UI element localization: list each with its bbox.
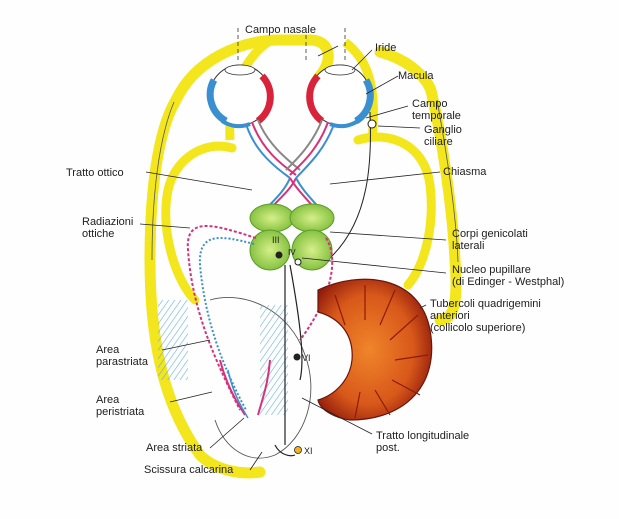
label-campo-temporale-1: Campo (412, 98, 447, 110)
temporal-lobe-left (166, 146, 232, 300)
label-ganglio-ciliare-1: Ganglio (424, 124, 462, 136)
label-campo-nasale: Campo nasale (245, 24, 316, 36)
nucleus-XI-dot (295, 447, 302, 454)
label-tubercoli-2: anteriori (430, 310, 470, 322)
label-area-peristriata-1: Area (96, 394, 119, 406)
label-nucleo-pupillare-1: Nucleo pupillare (452, 264, 531, 276)
label-macula: Macula (398, 70, 433, 82)
label-nucleus-IV: IV (288, 247, 296, 259)
label-nucleus-XI: XI (304, 445, 313, 457)
label-area-striata: Area striata (146, 442, 202, 454)
label-area-parastriata-1: Area (96, 344, 119, 356)
right-eye (310, 65, 371, 126)
label-tubercoli-3: (collicolo superiore) (430, 322, 525, 334)
label-tubercoli-1: Tubercoli quadrigemini (430, 298, 541, 310)
nucleus-IV-dot (295, 259, 301, 265)
area-parastriata-hatching (158, 300, 188, 380)
label-tratto-longitudinale-1: Tratto longitudinale (376, 430, 469, 442)
cortex-outline-right (380, 52, 456, 320)
temporal-lobe-right (358, 137, 431, 285)
label-campo-temporale-2: temporale (412, 110, 461, 122)
label-area-peristriata-2: peristriata (96, 406, 144, 418)
label-scissura-calcarina: Scissura calcarina (144, 464, 233, 476)
label-tratto-ottico: Tratto ottico (66, 167, 124, 179)
label-tratto-longitudinale-2: post. (376, 442, 400, 454)
label-nucleus-VI: VI (302, 352, 311, 364)
label-radiazioni-ottiche-1: Radiazioni (82, 216, 133, 228)
nucleus-III-dot (276, 252, 283, 259)
nucleus-VI-dot (294, 354, 301, 361)
label-chiasma: Chiasma (443, 166, 486, 178)
label-area-parastriata-2: parastriata (96, 356, 148, 368)
label-corpi-genicolati-2: laterali (452, 240, 484, 252)
superior-colliculus (318, 279, 432, 420)
label-nucleo-pupillare-2: (di Edinger - Westphal) (452, 276, 564, 288)
label-iride: Iride (375, 42, 396, 54)
label-nucleus-III: III (272, 234, 280, 246)
left-eye (210, 65, 270, 126)
label-corpi-genicolati-1: Corpi genicolati (452, 228, 528, 240)
label-ganglio-ciliare-2: ciliare (424, 136, 453, 148)
label-radiazioni-ottiche-2: ottiche (82, 228, 114, 240)
